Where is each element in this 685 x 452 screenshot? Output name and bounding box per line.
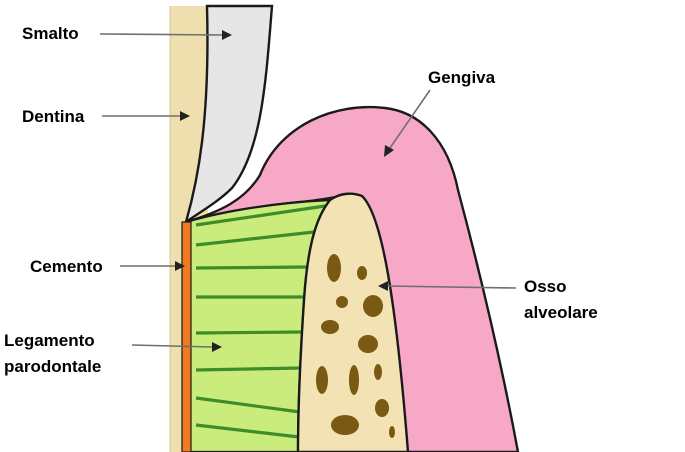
bone-pore (374, 364, 382, 380)
ligament-fiber (195, 423, 300, 439)
bone-pore (336, 296, 348, 308)
arrowhead (212, 342, 222, 352)
label-gengiva: Gengiva (428, 68, 496, 87)
ligament-fiber (195, 204, 326, 227)
label-osso-line2: alveolare (524, 303, 598, 322)
leader-cemento (120, 261, 185, 271)
ligament-fiber (195, 330, 304, 335)
gingiva-region (185, 105, 520, 452)
arrowhead (384, 145, 394, 157)
bone-pore (358, 335, 378, 353)
bone-pore (389, 426, 395, 438)
bone-pore (316, 366, 328, 394)
leader-legamento (131, 342, 222, 352)
leader-dentina (102, 111, 190, 121)
arrowhead (180, 111, 190, 121)
bone-pore (349, 365, 359, 395)
bone-pore (321, 320, 339, 334)
cementum-region (181, 221, 192, 452)
arrowhead (175, 261, 185, 271)
leader-smalto (99, 30, 232, 40)
bone-pore (357, 266, 367, 280)
bone-pore (363, 295, 383, 317)
label-smalto: Smalto (22, 24, 79, 43)
label-cemento: Cemento (30, 257, 103, 276)
label-legamento-line2: parodontale (4, 357, 101, 376)
bone-pore (327, 254, 341, 282)
label-dentina: Dentina (22, 107, 85, 126)
arrowhead (222, 30, 232, 40)
label-legamento-line1: Legamento (4, 331, 95, 350)
ligament-fiber (195, 396, 301, 414)
leader-gengiva (384, 89, 431, 157)
label-osso-line1: Osso (524, 277, 567, 296)
bone-pore (375, 399, 389, 417)
bone-pore (331, 415, 359, 435)
ligament-fibers (195, 204, 326, 439)
ligament-fiber (195, 366, 302, 372)
leader-osso (378, 281, 517, 291)
ligament-fiber (195, 265, 309, 270)
bone-pores (316, 254, 395, 438)
enamel-region (183, 4, 274, 225)
ligament-fiber (195, 230, 315, 247)
arrowhead (378, 281, 388, 291)
